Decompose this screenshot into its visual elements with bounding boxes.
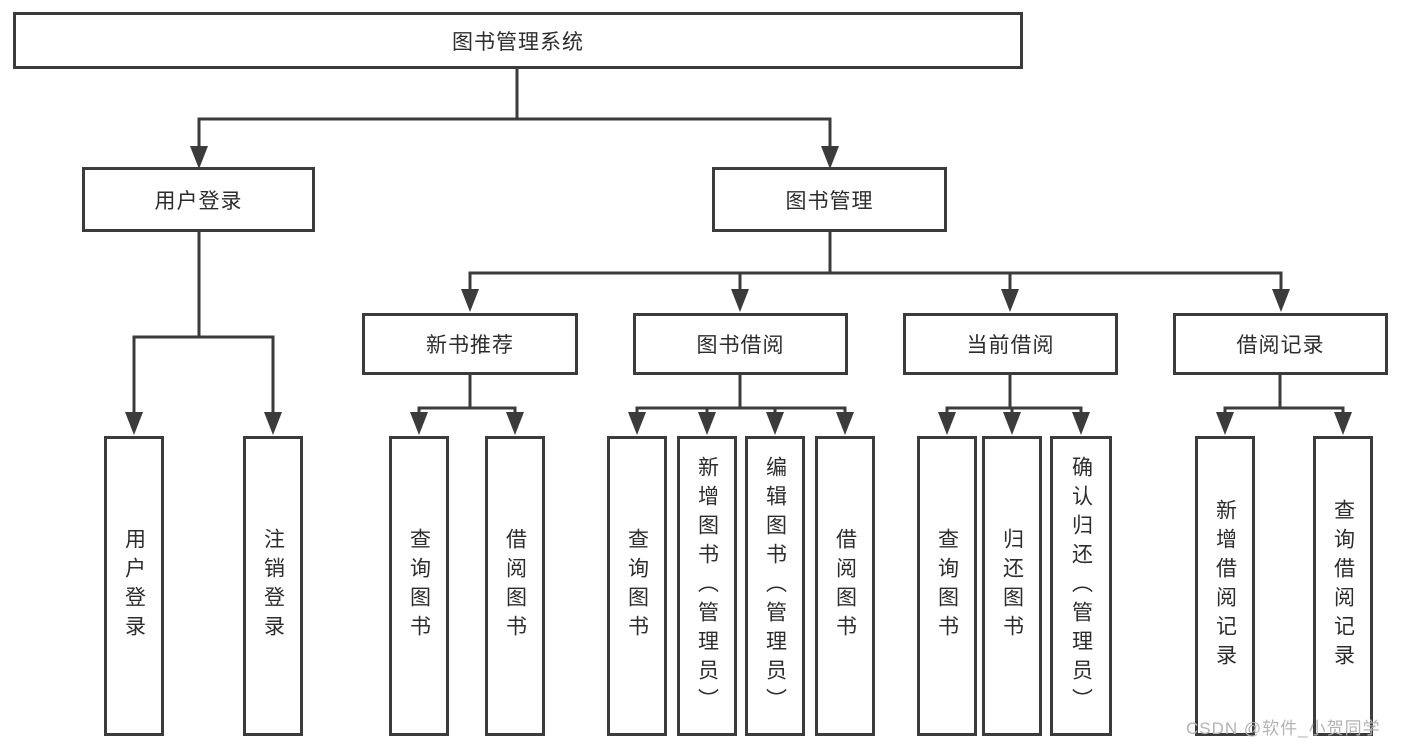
csdn-watermark: CSDN @软件_小贺同学 [1186,719,1381,738]
leaf-nb-query-book: 查询图书 [389,436,449,736]
arrow-leaf-login [125,412,143,435]
leaf-rc-query-borrow-record-label: 查询借阅记录 [1331,499,1355,673]
leaf-bb-add-book-admin-label: 新增图书（管理员） [695,455,719,717]
arrow-leaf-rc-q [1334,412,1352,435]
node-current-borrow: 当前借阅 [903,313,1118,375]
leaf-nb-borrow-book: 借阅图书 [485,436,545,736]
arrow-borrowrecord [1272,289,1290,312]
leaf-bb-add-book-admin: 新增图书（管理员） [677,436,737,736]
leaf-rc-query-borrow-record: 查询借阅记录 [1313,436,1373,736]
arrow-leaf-bb-q [628,412,646,435]
leaf-cb-query-book-label: 查询图书 [935,528,959,644]
arrow-leaf-bb-add [698,412,716,435]
arrow-leaf-bb-edit [766,412,784,435]
leaf-cb-confirm-return-admin-label: 确认归还（管理员） [1069,455,1093,717]
arrow-book [821,146,839,169]
arrow-leaf-logout [264,412,282,435]
leaf-bb-query-book: 查询图书 [607,436,667,736]
node-book-management-branch: 图书管理 [712,167,947,232]
arrow-user [190,146,208,169]
arrow-leaf-cb-q [938,412,956,435]
arrow-currentborrow [1001,289,1019,312]
leaf-cb-return-book-label: 归还图书 [1000,528,1024,644]
node-user-login-branch: 用户登录 [82,167,315,232]
leaf-user-login: 用户登录 [104,436,164,736]
leaf-logout-label: 注销登录 [261,528,285,644]
leaf-user-login-label: 用户登录 [122,528,146,644]
leaf-nb-query-book-label: 查询图书 [407,528,431,644]
leaf-cb-query-book: 查询图书 [917,436,977,736]
leaf-logout: 注销登录 [243,436,303,736]
leaf-cb-confirm-return-admin: 确认归还（管理员） [1050,436,1112,736]
leaf-rc-add-borrow-record-label: 新增借阅记录 [1213,499,1237,673]
leaf-bb-edit-book-admin-label: 编辑图书（管理员） [763,455,787,717]
leaf-cb-return-book: 归还图书 [982,436,1042,736]
leaf-bb-query-book-label: 查询图书 [625,528,649,644]
arrow-leaf-bb-b [836,412,854,435]
leaf-bb-borrow-book: 借阅图书 [815,436,875,736]
arrow-leaf-cb-c [1072,412,1090,435]
leaf-bb-borrow-book-label: 借阅图书 [833,528,857,644]
arrow-leaf-nb-q [410,412,428,435]
node-book-borrow: 图书借阅 [633,313,848,375]
leaf-nb-borrow-book-label: 借阅图书 [503,528,527,644]
leaf-rc-add-borrow-record: 新增借阅记录 [1195,436,1255,736]
node-borrow-record: 借阅记录 [1173,313,1388,375]
leaf-bb-edit-book-admin: 编辑图书（管理员） [745,436,805,736]
arrow-newbook [461,289,479,312]
arrow-leaf-rc-add [1216,412,1234,435]
node-root-system: 图书管理系统 [13,12,1023,69]
node-new-book-recommend: 新书推荐 [362,313,578,375]
arrow-leaf-cb-r [1003,412,1021,435]
arrow-bookborrow [731,289,749,312]
arrow-leaf-nb-b [506,412,524,435]
